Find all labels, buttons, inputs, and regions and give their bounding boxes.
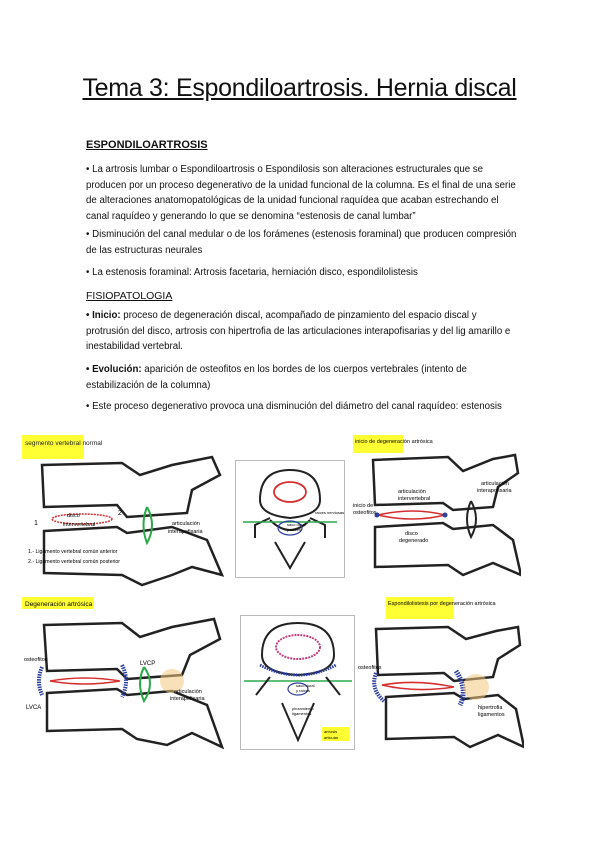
disc (51, 513, 113, 525)
osteophyte-left (374, 512, 380, 518)
lower-vertebra (384, 691, 524, 749)
label-saco-dural: saco dural (287, 522, 306, 527)
vertebral-body (258, 468, 322, 520)
label-articulacion: articulación (172, 521, 200, 527)
ligament-hypertrophy (463, 674, 489, 700)
bullet-paragraph-2: • Disminución del canal medular o de los… (86, 229, 517, 256)
upper-vertebra (42, 617, 222, 681)
label-degenerado: degenerado (399, 538, 428, 544)
label-articulacion-intervertebral-2: intervertebral (398, 496, 430, 502)
label-osteofitos: osteofitos (24, 657, 48, 663)
label-disco: disco (67, 513, 80, 519)
upper-vertebra (371, 453, 520, 512)
caption: Degeneración artrósica (25, 601, 93, 608)
label-ligamentos: ligamentos (292, 711, 311, 716)
caption-box (22, 597, 94, 609)
caption-box (22, 435, 84, 459)
frame (240, 615, 355, 750)
page-title: Tema 3: Espondiloartrosis. Hernia discal (82, 74, 517, 102)
anterior-osteophyte (37, 666, 44, 696)
figure-early-degeneration: inicio de degeneración artrósica articul… (353, 435, 521, 583)
section-heading-fisiopatologia: FISIOPATOLOGIA (86, 290, 173, 302)
legend-ligament-1: 1.- Ligamento vertebral común anterior (28, 549, 118, 555)
label-articulacion-interapofisaria-2: interapofisaria (477, 488, 512, 494)
facet-joint (139, 666, 151, 704)
vertebral-body (260, 621, 336, 677)
label-box (322, 727, 350, 741)
caption-box (353, 435, 403, 453)
inicio-label: • Inicio: (86, 310, 121, 321)
figure-arthrosic-degeneration: Degeneración artrósica osteofitos LVCP L… (22, 597, 227, 755)
disc (381, 681, 455, 691)
label-y-raices: y raíces (287, 527, 301, 532)
caption-box (386, 597, 454, 619)
label-osteofitos: osteofitos (358, 665, 382, 671)
posterior-osteophyte (453, 669, 466, 707)
dural-sac (287, 682, 309, 696)
facet-joint (466, 500, 477, 540)
evolucion-label: • Evolución: (86, 364, 142, 375)
section-heading-espondiloartrosis: ESPONDILOARTROSIS (86, 139, 208, 151)
figure-axial-normal: saco dural y raíces raíces nerviosas (235, 460, 345, 578)
paragraph-evolucion: • Evolución: aparición de osteofitos en … (86, 362, 522, 393)
paragraph-inicio: • Inicio: proceso de degeneración discal… (86, 308, 522, 355)
paragraph-estenosis: • Este proceso degenerativo provoca una … (86, 401, 502, 412)
label-disco: disco (405, 531, 418, 537)
degenerated-nucleus (275, 634, 321, 660)
label-hipertrofia: hipertrofia (478, 705, 503, 711)
label-interapofisaria: interapofisaria (168, 529, 203, 535)
posterior-arch (254, 517, 326, 538)
label-ligamentos: ligamentos (478, 712, 505, 718)
lower-vertebra (373, 521, 521, 577)
label-interapofisaria: interapofisaria (170, 696, 205, 702)
facet-joint (142, 506, 153, 546)
caption: inicio de degeneración artrósica (355, 439, 434, 445)
inicio-text: proceso de degeneración discal, acompaña… (86, 310, 511, 352)
bullet-paragraph-1: • La artrosis lumbar o Espondiloartrosis… (86, 164, 516, 222)
upper-vertebra (40, 455, 222, 519)
lower-vertebra (45, 687, 225, 750)
osteophyte-rim (259, 663, 337, 677)
label-raices-nerviosas: raíces nerviosas (315, 510, 344, 515)
label-inicio-de: inicio de (353, 503, 373, 509)
anterior-osteophyte (372, 672, 386, 703)
posterior-osteophyte (120, 664, 128, 698)
label-lvca: LVCA (26, 705, 41, 711)
label-articulacion-intervertebral-1: articulación (398, 489, 426, 495)
evolucion-text: aparición de osteofitos en los bordes de… (86, 364, 467, 391)
figure-spondylolisthesis: Espondilolistesis por degeneración artró… (358, 597, 524, 755)
label-articulacion-interapofisaria-1: articulación (481, 481, 509, 487)
figure-normal-segment: segmento vertebral normal disco interver… (22, 435, 227, 593)
legend-ligament-2: 2.- Ligamento vertebral común posterior (28, 559, 120, 565)
label-pinzamiento: pinzamiento (292, 706, 314, 711)
osteophyte-right (442, 512, 448, 518)
figure-axial-degenerated: saco dural y raíces pinzamiento ligament… (240, 615, 355, 750)
label-y-raices: y raíces (296, 688, 310, 693)
nucleus (273, 481, 307, 503)
posterior-arch (255, 676, 341, 743)
disc (49, 677, 121, 685)
frame (235, 460, 345, 578)
label-1: 1 (34, 520, 38, 527)
label-saco-dural: saco dural (296, 683, 315, 688)
dural-sac (277, 520, 303, 536)
label-artrosis: artrosis (324, 729, 337, 734)
upper-vertebra (374, 625, 522, 683)
label-osteofitos: osteofitos (353, 510, 377, 516)
label-articulacion: articulación (174, 689, 202, 695)
facet-hypertrophy (160, 669, 184, 693)
label-intervertebral: intervertebral (63, 522, 95, 528)
bullet-paragraph-3: • La estenosis foraminal: Artrosis facet… (86, 267, 418, 278)
caption: Espondilolistesis por degeneración artró… (388, 601, 497, 607)
spinous-process (274, 541, 306, 571)
label-lvcp: LVCP (140, 661, 155, 667)
label-articular: articular (324, 735, 339, 740)
label-2: 2 (118, 510, 122, 517)
degenerated-disc (377, 510, 446, 520)
caption-line: segmento vertebral normal (25, 440, 103, 447)
lower-vertebra (42, 525, 225, 587)
